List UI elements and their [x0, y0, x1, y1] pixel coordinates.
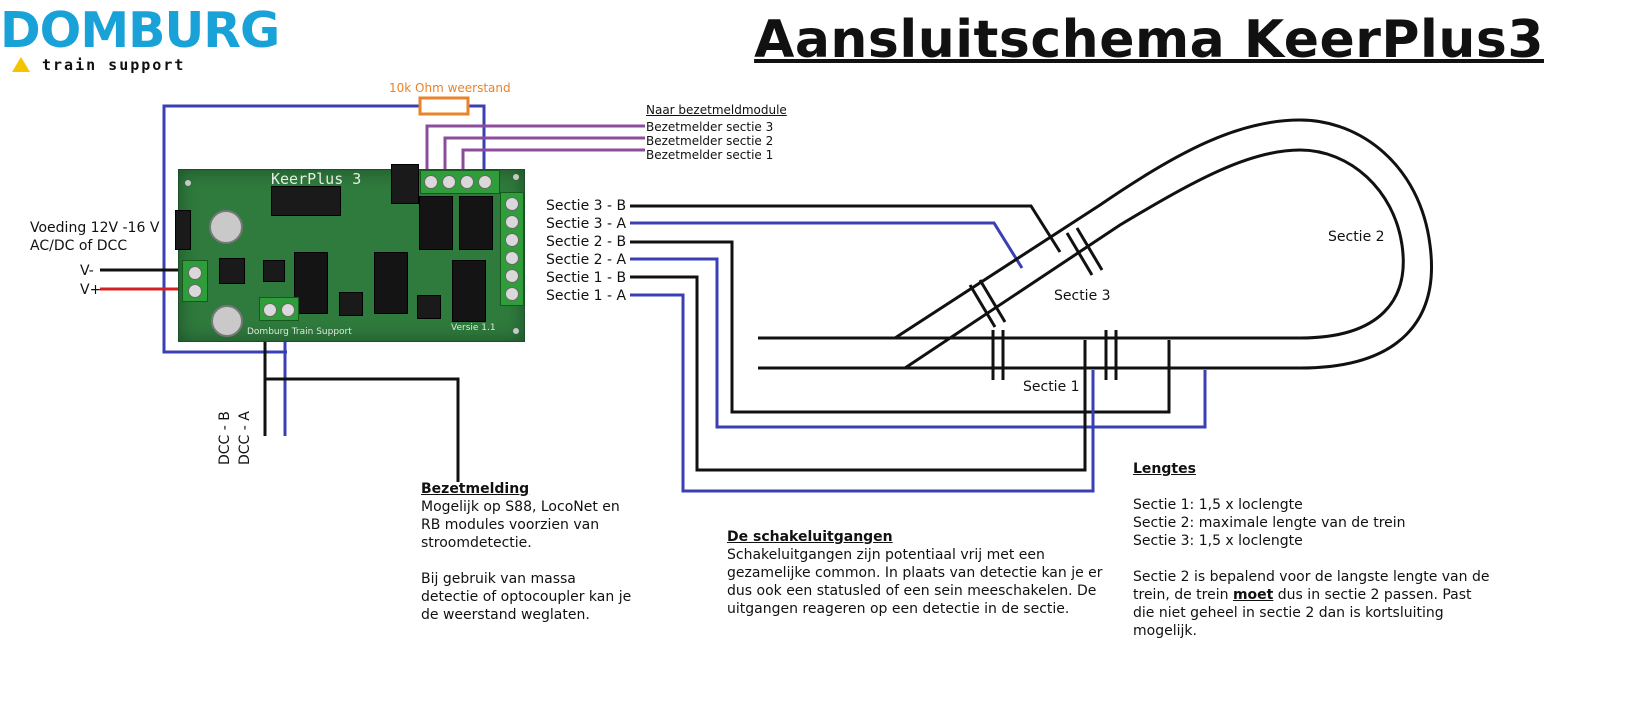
warning-triangle-icon — [12, 57, 30, 72]
board-name: KeerPlus 3 — [271, 170, 362, 188]
bezetmeld-heading: Naar bezetmeldmodule — [646, 103, 787, 117]
track-layout — [758, 118, 1433, 380]
note-line: stroomdetectie. — [421, 535, 532, 551]
relay — [294, 252, 328, 314]
logo-wordmark: DOMBURG — [0, 2, 280, 59]
note-line: die niet geheel in sectie 2 dan is korts… — [1133, 605, 1444, 621]
output-label: Sectie 1 - B — [546, 270, 627, 286]
note-schakeluitgangen: De schakeluitgangen Schakeluitgangen zij… — [727, 528, 1103, 618]
logo-tagline: train support — [42, 56, 186, 74]
note-line: mogelijk. — [1133, 623, 1197, 639]
relay — [452, 260, 486, 322]
component — [263, 260, 285, 282]
note-line: trein, de trein moet dus in sectie 2 pas… — [1133, 586, 1489, 604]
dcc-terminal — [259, 297, 299, 321]
power-terminal — [182, 260, 208, 302]
note-heading: Bezetmelding — [421, 481, 530, 497]
capacitor — [211, 305, 243, 337]
note-line: Sectie 3: 1,5 x loclengte — [1133, 533, 1303, 549]
note-line: uitgangen reageren op een detectie in de… — [727, 601, 1070, 617]
bezetmelding-wire — [265, 377, 460, 482]
note-line: Bij gebruik van massa — [421, 571, 576, 587]
power-label: AC/DC of DCC — [30, 238, 128, 254]
relay — [419, 196, 453, 250]
board-version: Versie 1.1 — [451, 323, 496, 333]
relay — [459, 196, 493, 250]
note-text: trein, de trein — [1133, 587, 1233, 603]
section-output-wires — [630, 204, 1207, 493]
dcc-a-label: DCC - A — [237, 411, 253, 465]
ic-chip — [271, 186, 341, 216]
bezetmelder-label: Bezetmelder sectie 3 — [646, 120, 774, 134]
regulator — [175, 210, 191, 250]
relay — [391, 164, 419, 204]
section-3-label: Sectie 3 — [1054, 288, 1111, 304]
note-line: Schakeluitgangen zijn potentiaal vrij me… — [727, 547, 1045, 563]
note-bezetmelding: Bezetmelding Mogelijk op S88, LocoNet en… — [421, 480, 631, 624]
output-label: Sectie 3 - B — [546, 198, 627, 214]
note-line: Sectie 2 is bepalend voor de langste len… — [1133, 569, 1490, 585]
power-label: Voeding 12V -16 V — [30, 220, 160, 236]
bezetmelder-label: Bezetmelder sectie 2 — [646, 134, 774, 148]
output-label: Sectie 2 - A — [546, 252, 627, 268]
output-label: Sectie 1 - A — [546, 288, 627, 304]
note-text: dus in sectie 2 passen. Past — [1273, 587, 1472, 603]
bezetmelder-label: Bezetmelder sectie 1 — [646, 148, 774, 162]
note-lengtes: Lengtes Sectie 1: 1,5 x loclengte Sectie… — [1133, 460, 1489, 640]
vminus-label: V- — [80, 263, 94, 279]
vplus-label: V+ — [80, 282, 102, 298]
resistor-label: 10k Ohm weerstand — [389, 81, 511, 95]
note-line: de weerstand weglaten. — [421, 607, 590, 623]
board-footer: Domburg Train Support — [247, 327, 352, 337]
note-heading: Lengtes — [1133, 461, 1196, 477]
keerplus-board: KeerPlus 3 — [175, 164, 525, 342]
note-heading: De schakeluitgangen — [727, 529, 893, 545]
section-2-label: Sectie 2 — [1328, 229, 1385, 245]
note-line: Sectie 1: 1,5 x loclengte — [1133, 497, 1303, 513]
relay — [374, 252, 408, 314]
section-1-label: Sectie 1 — [1023, 379, 1080, 395]
bezetmeld-terminal — [420, 170, 500, 194]
note-line: RB modules voorzien van — [421, 517, 600, 533]
section-output-terminal — [500, 192, 524, 306]
output-label: Sectie 3 - A — [546, 216, 627, 232]
capacitor — [209, 210, 243, 244]
optocoupler — [417, 295, 441, 319]
optocoupler — [339, 292, 363, 316]
note-line: detectie of optocoupler kan je — [421, 589, 632, 605]
bridge-rectifier — [219, 258, 245, 284]
note-emphasis: moet — [1232, 587, 1274, 603]
resistor-icon — [418, 96, 470, 116]
note-line: gezamelijke common. In plaats van detect… — [727, 565, 1103, 581]
output-label: Sectie 2 - B — [546, 234, 627, 250]
note-line: Mogelijk op S88, LocoNet en — [421, 499, 620, 515]
note-line: dus ook een statusled of een sein meesch… — [727, 583, 1097, 599]
bezetmelder-wires — [425, 124, 645, 172]
page-title: Aansluitschema KeerPlus3 — [754, 10, 1544, 70]
note-line: Sectie 2: maximale lengte van de trein — [1133, 515, 1406, 531]
dcc-b-label: DCC - B — [217, 411, 233, 465]
